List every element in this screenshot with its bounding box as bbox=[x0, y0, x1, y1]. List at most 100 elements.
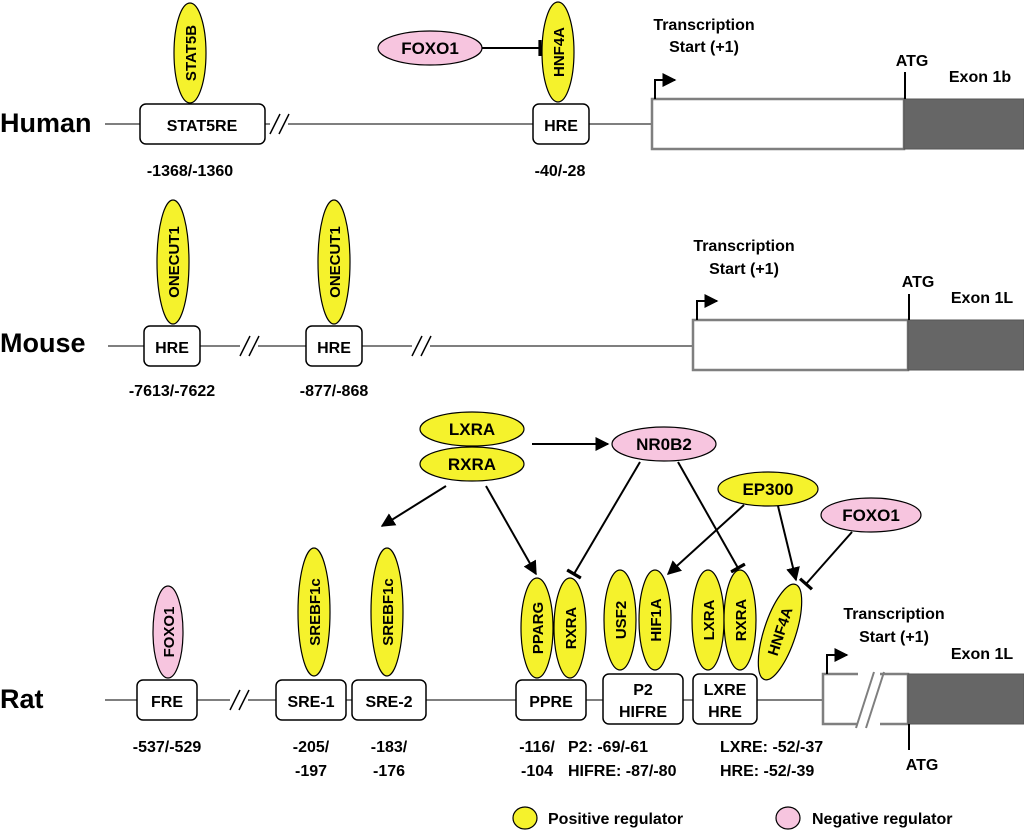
human-tss-label-2: Start (+1) bbox=[669, 39, 739, 56]
human-stat5b-label: STAT5B bbox=[183, 25, 200, 81]
rat-usf2-factor bbox=[603, 569, 637, 671]
mouse-tss-label-1: Transcription bbox=[693, 238, 794, 255]
rat-p2-label: P2 bbox=[633, 682, 653, 699]
human-hnf4a-factor bbox=[541, 1, 575, 103]
rat-sre2-position-1: -183/ bbox=[371, 739, 408, 756]
rat-lxra-top-label: LXRA bbox=[449, 420, 495, 439]
rat-fre-position: -537/-529 bbox=[133, 739, 202, 756]
arrow-ep300-to-hnf4a bbox=[777, 505, 800, 582]
rat-lxra-lxre-label: LXRA bbox=[701, 599, 718, 640]
rat-ppre-position-2: -104 bbox=[521, 763, 553, 780]
human-hre-label: HRE bbox=[544, 118, 578, 135]
mouse-break-mark-1 bbox=[239, 334, 260, 358]
mouse-atg-label: ATG bbox=[902, 274, 935, 291]
legend-positive-swatch bbox=[512, 806, 538, 830]
rat-sre2-box bbox=[351, 679, 427, 721]
human-hnf4a-label: HNF4A bbox=[551, 27, 568, 77]
mouse-hre2-position: -877/-868 bbox=[300, 383, 369, 400]
rat-lxre-hre-box bbox=[692, 673, 758, 725]
rat-pparg-factor bbox=[520, 577, 554, 679]
rat-sre1-label: SRE-1 bbox=[287, 694, 334, 711]
rat-lxre-position: LXRE: -52/-37 bbox=[720, 739, 823, 756]
legend-negative-label: Negative regulator bbox=[812, 811, 952, 828]
human-utr-box bbox=[650, 97, 906, 151]
human-stat5b-factor bbox=[173, 2, 207, 104]
human-stat5re-label: STAT5RE bbox=[167, 118, 238, 135]
mouse-onecut1-factor-1 bbox=[156, 199, 190, 325]
human-hre-position: -40/-28 bbox=[535, 163, 586, 180]
mouse-hre1-position: -7613/-7622 bbox=[129, 383, 215, 400]
rat-hre-position: HRE: -52/-39 bbox=[720, 763, 814, 780]
rat-rxra-top-label: RXRA bbox=[448, 455, 496, 474]
rat-srebf1c-factor-1 bbox=[297, 547, 331, 677]
mouse-hre2-box bbox=[305, 325, 363, 367]
human-tss-arrow bbox=[654, 73, 677, 99]
rat-atg-label: ATG bbox=[906, 757, 939, 774]
rat-ep300-factor bbox=[717, 471, 819, 507]
rat-nr0b2-label: NR0B2 bbox=[636, 435, 692, 454]
rat-rxra-top-factor bbox=[419, 446, 525, 482]
human-exon-label: Exon 1b bbox=[949, 69, 1011, 86]
rat-ep300-label: EP300 bbox=[742, 480, 793, 499]
human-track: Human STAT5RE STAT5B -1368/-1360 HRE HNF… bbox=[0, 1, 1024, 180]
rat-exon-break-mark bbox=[855, 671, 885, 729]
legend-positive-label: Positive regulator bbox=[548, 811, 683, 828]
rat-hifre-label: HIFRE bbox=[619, 704, 667, 721]
arrow-lxr-rxr-to-pparg bbox=[485, 485, 537, 576]
rat-p2-hifre-box bbox=[602, 673, 684, 725]
inhibit-nr0b2-to-rxra bbox=[566, 461, 641, 580]
rat-sre2-position-2: -176 bbox=[373, 763, 405, 780]
rat-hif1a-label: HIF1A bbox=[648, 598, 665, 642]
rat-fre-box bbox=[136, 679, 198, 721]
mouse-onecut1-label-2: ONECUT1 bbox=[327, 226, 344, 298]
mouse-break-mark-2 bbox=[411, 334, 432, 358]
arrow-lxr-rxr-to-srebf1c bbox=[380, 485, 447, 527]
rat-pparg-label: PPARG bbox=[530, 602, 547, 654]
rat-foxo1-top-factor bbox=[820, 497, 922, 533]
species-label-rat: Rat bbox=[0, 684, 44, 714]
rat-hifre-position: HIFRE: -87/-80 bbox=[568, 763, 677, 780]
rat-track: Rat FRE FOXO1 -537/-529 SRE-1 SRE-2 SREB… bbox=[0, 411, 1024, 780]
rat-usf2-label: USF2 bbox=[613, 601, 630, 639]
inhibit-nr0b2-to-lxre bbox=[677, 461, 746, 574]
rat-sre1-position-2: -197 bbox=[295, 763, 327, 780]
rat-nr0b2-factor bbox=[611, 426, 717, 462]
rat-lxre-label: LXRE bbox=[704, 682, 747, 699]
rat-ppre-position-1: -116/ bbox=[519, 739, 555, 756]
legend: Positive regulator Negative regulator bbox=[512, 806, 952, 830]
species-label-mouse: Mouse bbox=[0, 328, 86, 358]
human-foxo1-label: FOXO1 bbox=[401, 39, 459, 58]
rat-sre2-label: SRE-2 bbox=[365, 694, 412, 711]
rat-hre-label: HRE bbox=[708, 704, 742, 721]
rat-srebf1c-factor-2 bbox=[370, 547, 404, 677]
mouse-hre1-label: HRE bbox=[155, 340, 189, 357]
mouse-tss-arrow bbox=[696, 294, 719, 320]
human-atg-label: ATG bbox=[896, 53, 929, 70]
rat-tss-label-1: Transcription bbox=[843, 606, 944, 623]
species-label-human: Human bbox=[0, 108, 92, 138]
mouse-utr-box bbox=[691, 318, 910, 372]
human-stat5re-box bbox=[139, 103, 266, 145]
rat-rxra-lxre-label: RXRA bbox=[733, 599, 750, 642]
rat-lxra-top-factor bbox=[419, 411, 525, 447]
rat-sre1-box bbox=[275, 679, 347, 721]
human-stat5re-position: -1368/-1360 bbox=[147, 163, 233, 180]
mouse-onecut1-label-1: ONECUT1 bbox=[166, 226, 183, 298]
rat-foxo1-top-label: FOXO1 bbox=[842, 506, 900, 525]
rat-hif1a-factor bbox=[638, 569, 672, 671]
mouse-onecut1-factor-2 bbox=[317, 199, 351, 325]
human-hre-box bbox=[532, 103, 590, 145]
rat-exon-box bbox=[907, 673, 1024, 725]
rat-srebf1c-label-1: SREBF1c bbox=[307, 578, 324, 646]
arrow-ep300-to-hif1a bbox=[666, 504, 745, 575]
inhibit-foxo1-to-hnf4a bbox=[798, 531, 853, 591]
mouse-track: Mouse HRE ONECUT1 -7613/-7622 HRE ONECUT… bbox=[0, 199, 1024, 400]
legend-negative-swatch bbox=[775, 806, 801, 830]
human-exon-box bbox=[903, 98, 1024, 150]
human-break-mark bbox=[269, 112, 290, 136]
rat-srebf1c-label-2: SREBF1c bbox=[380, 578, 397, 646]
rat-tss-label-2: Start (+1) bbox=[859, 629, 929, 646]
mouse-hre2-label: HRE bbox=[317, 340, 351, 357]
human-tss-label-1: Transcription bbox=[653, 17, 754, 34]
